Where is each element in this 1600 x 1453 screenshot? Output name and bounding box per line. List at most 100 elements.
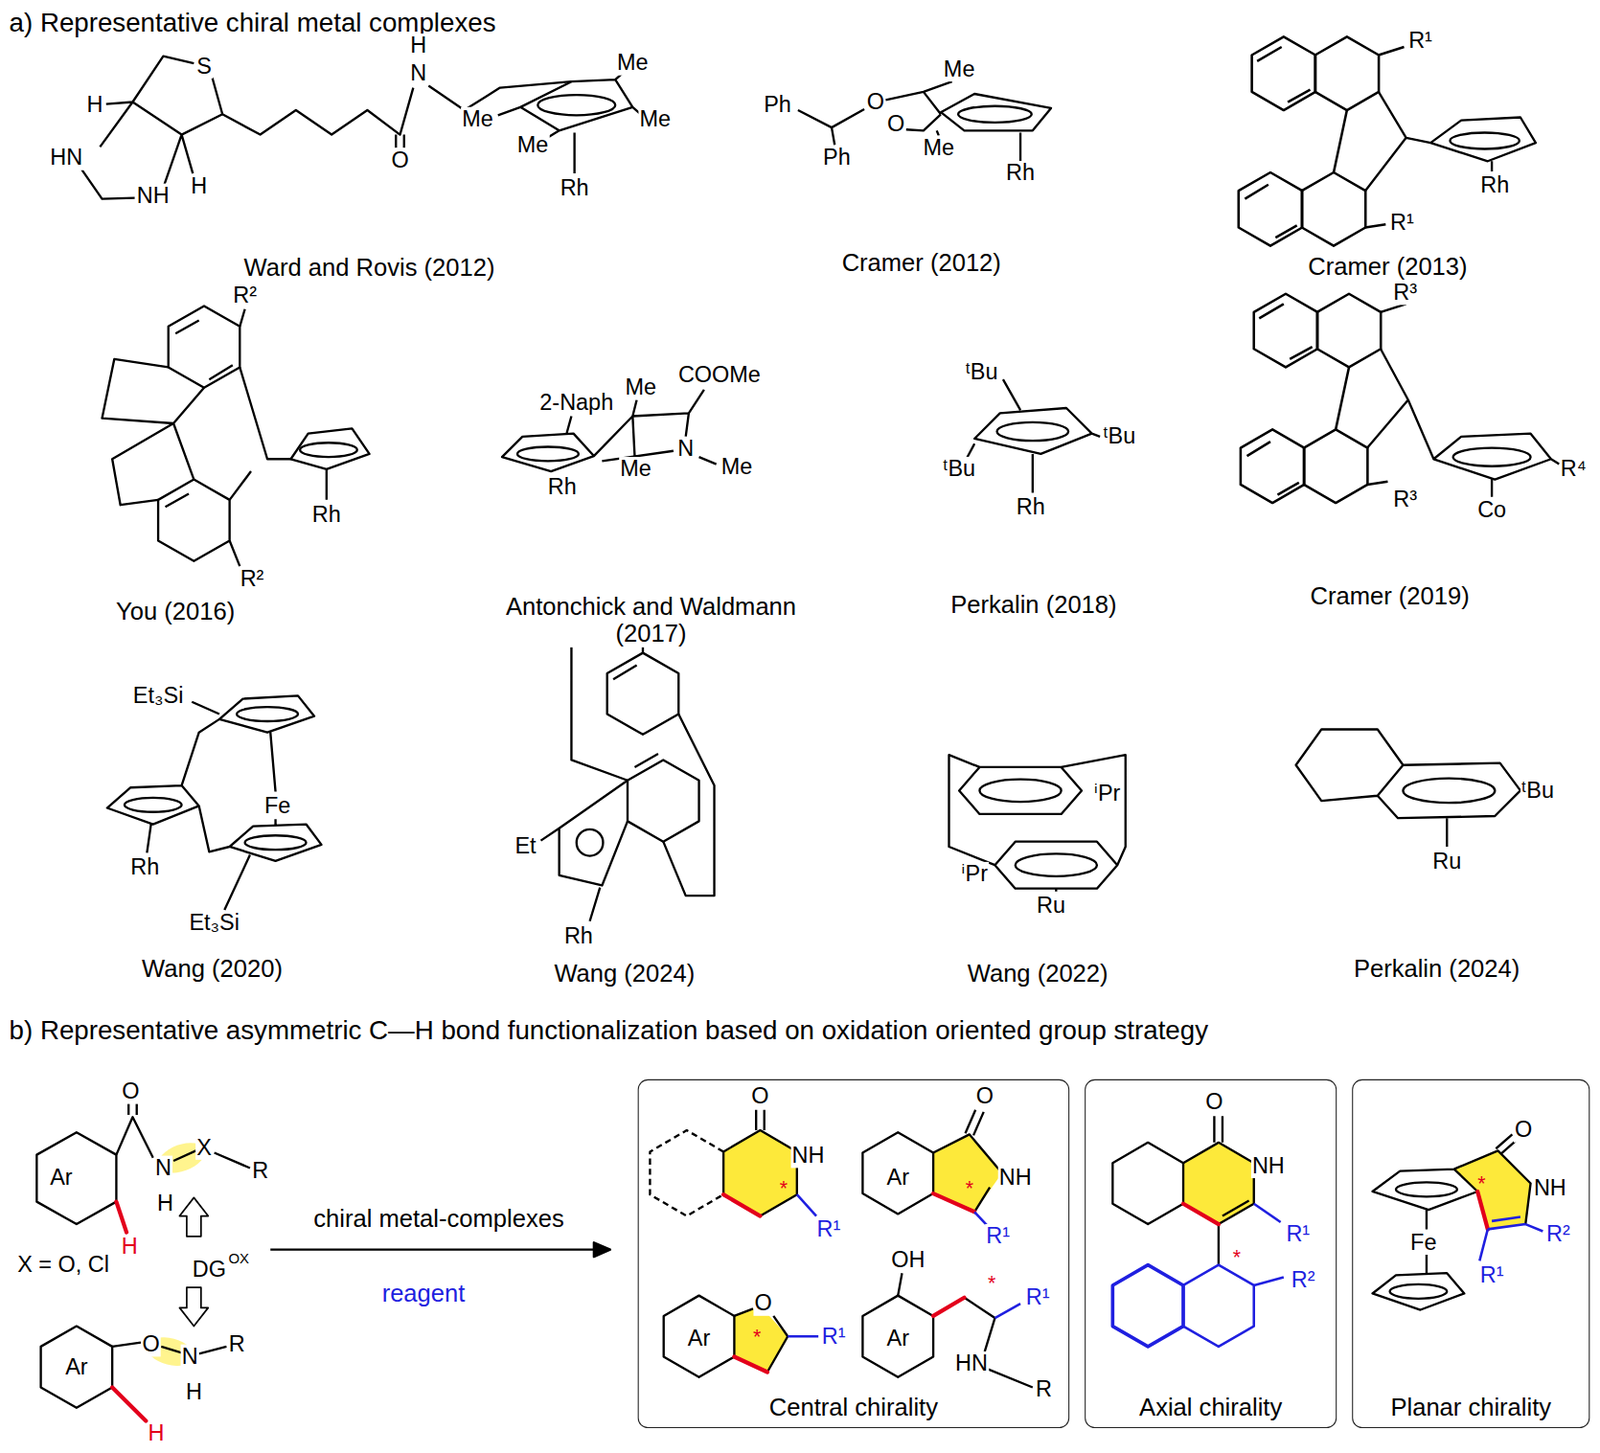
atom-label: O xyxy=(389,147,410,173)
atom-label: ᵗBu xyxy=(941,457,977,482)
atom-label: H xyxy=(189,174,208,200)
structure-stroke xyxy=(1238,36,1405,246)
structure-stroke xyxy=(1183,1116,1255,1265)
atom-label: Me xyxy=(942,57,977,83)
atom-label: R¹ xyxy=(984,1224,1011,1250)
atom-label: R¹ xyxy=(1479,1262,1506,1288)
atom-label: R xyxy=(251,1159,270,1185)
atom-label: Me xyxy=(720,455,755,480)
atom-label: R³ xyxy=(1392,487,1418,513)
structure-stroke xyxy=(607,653,680,735)
atom-label: * xyxy=(1232,1245,1242,1268)
atom-label: R¹ xyxy=(1025,1285,1052,1311)
structure-stroke xyxy=(966,379,1101,493)
structure-stroke xyxy=(1183,1265,1255,1348)
atom-label: Ru xyxy=(1431,849,1463,875)
atom-label: O xyxy=(886,112,906,138)
atom-label: O xyxy=(1204,1089,1224,1115)
structure-stroke xyxy=(787,1194,1543,1337)
structure-stroke xyxy=(41,1326,114,1409)
structure-stroke xyxy=(787,1194,1543,1348)
structure-stroke xyxy=(940,93,1052,161)
caption-text: Perkalin (2018) xyxy=(949,592,1118,619)
atom-label: NH xyxy=(136,183,171,209)
structure-stroke xyxy=(236,707,298,722)
caption-text: chiral metal-complexes xyxy=(312,1206,566,1234)
atom-label: * xyxy=(1476,1172,1486,1195)
atom-label: O xyxy=(120,1079,140,1105)
atom-label: * xyxy=(778,1177,789,1200)
structure-stroke xyxy=(755,1110,765,1131)
structure-stroke xyxy=(663,1296,735,1378)
structure-stroke xyxy=(979,779,1061,802)
structure-stroke xyxy=(1390,1284,1448,1300)
atom-label: Me xyxy=(616,50,650,76)
structure-stroke xyxy=(36,1132,116,1225)
structure-stroke xyxy=(81,56,572,200)
atom-label: O xyxy=(750,1084,770,1110)
atom-label: HN xyxy=(954,1351,989,1377)
atom-label: ⁱPr xyxy=(960,862,989,888)
structure-stroke xyxy=(1402,778,1495,804)
structure-stroke xyxy=(948,754,1125,892)
atom-label: Ru xyxy=(1035,893,1067,919)
atom-label: NH xyxy=(1532,1176,1568,1202)
atom-label: Me xyxy=(638,107,672,133)
chirality-box: Axial chirality xyxy=(1084,1079,1337,1429)
atom-label: Rh xyxy=(559,176,591,202)
atom-label: R² xyxy=(1545,1222,1572,1248)
structure-stroke xyxy=(107,695,322,911)
structure-stroke xyxy=(1112,1142,1184,1225)
structure-stroke xyxy=(862,1132,934,1214)
caption-text: Wang (2022) xyxy=(966,960,1110,988)
atom-label: Ar xyxy=(48,1165,74,1191)
atom-label: Fe xyxy=(263,794,292,820)
box-title: Axial chirality xyxy=(1137,1394,1284,1422)
atom-label: H xyxy=(120,1234,139,1260)
caption-text: Ward and Rovis (2012) xyxy=(243,254,497,282)
atom-label: O xyxy=(753,1291,773,1317)
structure-stroke xyxy=(245,835,307,850)
atom-label: ᵗBu xyxy=(1101,424,1137,450)
structure-stroke xyxy=(1296,730,1521,847)
atom-label: Fe xyxy=(1409,1230,1438,1256)
structure-stroke xyxy=(1395,1182,1458,1197)
atom-label: Me xyxy=(618,457,653,482)
atom-label: R xyxy=(1034,1377,1053,1403)
atom-label: Me xyxy=(516,132,550,158)
structure-stroke xyxy=(627,759,700,842)
atom-label: H xyxy=(409,33,428,59)
caption-text: Cramer (2013) xyxy=(1306,253,1468,281)
atom-label: NH xyxy=(791,1143,826,1169)
atom-label: X xyxy=(195,1135,213,1161)
atom-label: H xyxy=(86,92,105,118)
atom-label: COOMe xyxy=(677,363,762,389)
atom-label: R³ xyxy=(1392,280,1418,306)
atom-label: NH xyxy=(998,1165,1033,1191)
atom-label: Rh xyxy=(563,924,595,950)
atom-label: Ph xyxy=(822,145,852,171)
caption-text: Perkalin (2024) xyxy=(1352,956,1521,983)
bond-lines xyxy=(81,36,1559,921)
structure-stroke xyxy=(291,428,370,501)
structure-stroke xyxy=(168,306,241,389)
structure-stroke xyxy=(649,1130,724,1216)
atom-label: DG xyxy=(191,1257,228,1283)
structure-stroke xyxy=(1449,132,1519,149)
caption-text: Wang (2024) xyxy=(552,960,696,988)
structure-stroke xyxy=(112,1343,227,1355)
structure-stroke xyxy=(112,1191,1488,1422)
atom-label: R¹ xyxy=(1407,28,1434,54)
structure-stroke xyxy=(517,446,579,461)
atom-label: O xyxy=(975,1084,995,1110)
atom-label: Et xyxy=(513,834,537,860)
structure-stroke xyxy=(862,1296,934,1378)
atom-label: H xyxy=(184,1380,204,1406)
structure-stroke xyxy=(270,1249,600,1252)
atom-label: H xyxy=(146,1421,165,1447)
atom-label: ᵗBu xyxy=(964,360,1000,386)
box-title: Planar chirality xyxy=(1388,1394,1554,1422)
atom-label: R¹ xyxy=(815,1217,842,1243)
atom-label: R¹ xyxy=(1284,1222,1311,1248)
